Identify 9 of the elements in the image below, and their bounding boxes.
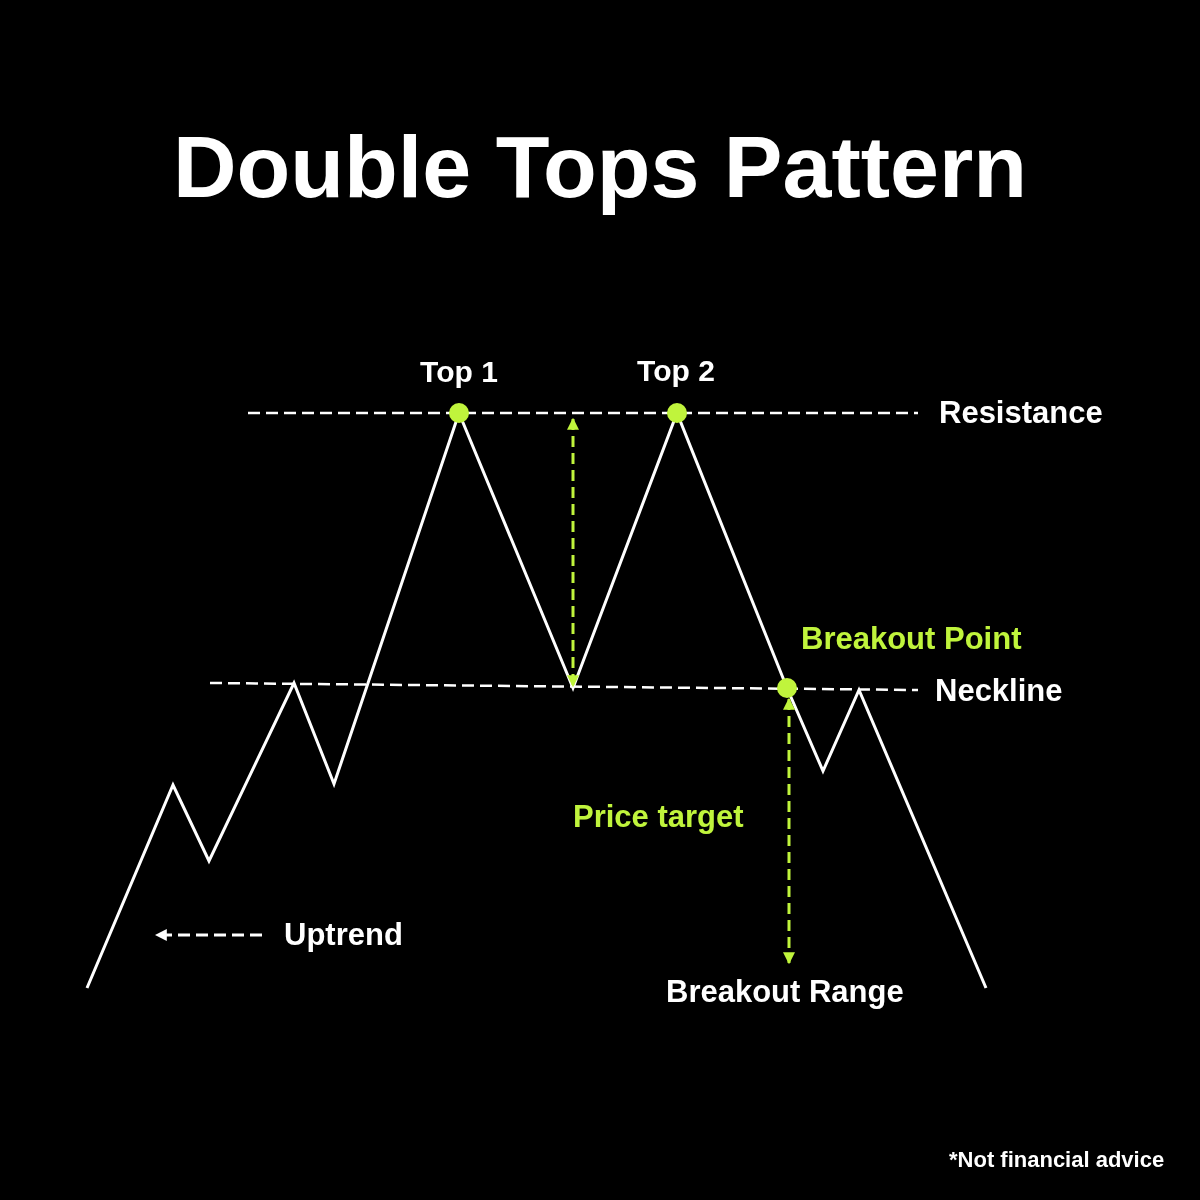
trend-label: Uptrend bbox=[284, 918, 403, 950]
breakout-point-label: Breakout Point bbox=[801, 622, 1022, 654]
neckline-label: Neckline bbox=[935, 674, 1063, 706]
price-target-label: Price target bbox=[573, 800, 744, 832]
peak-label: Top 2 bbox=[637, 356, 715, 386]
breakout-range-label: Breakout Range bbox=[666, 975, 904, 1007]
disclaimer-note: *Not financial advice bbox=[949, 1149, 1165, 1171]
resistance-label: Resistance bbox=[939, 396, 1103, 428]
peak-label: Top 1 bbox=[420, 357, 498, 387]
